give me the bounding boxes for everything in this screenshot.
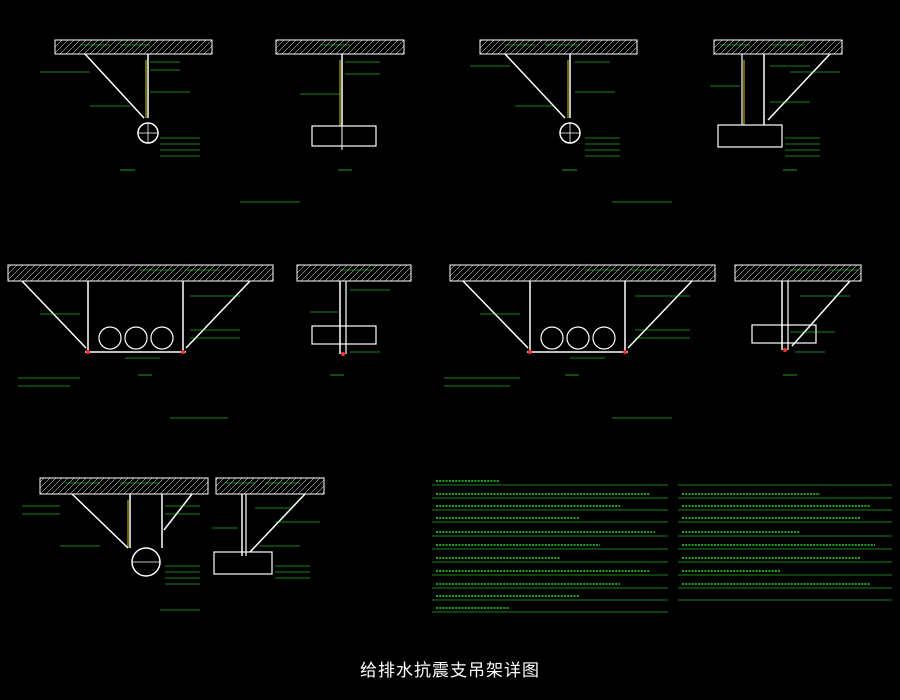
detail-5 (7, 264, 274, 387)
drawing-title: 给排水抗震支吊架详图 (360, 661, 540, 681)
detail-3 (470, 39, 638, 171)
notes-table (432, 484, 892, 613)
notes-text-rows (436, 480, 875, 609)
detail-1 (40, 39, 213, 171)
detail-2 (275, 39, 405, 171)
detail-9 (22, 477, 209, 611)
detail-8 (734, 264, 862, 376)
detail-6 (296, 264, 412, 376)
detail-4 (710, 39, 843, 171)
detail-10 (212, 477, 325, 579)
detail-7 (444, 264, 716, 387)
